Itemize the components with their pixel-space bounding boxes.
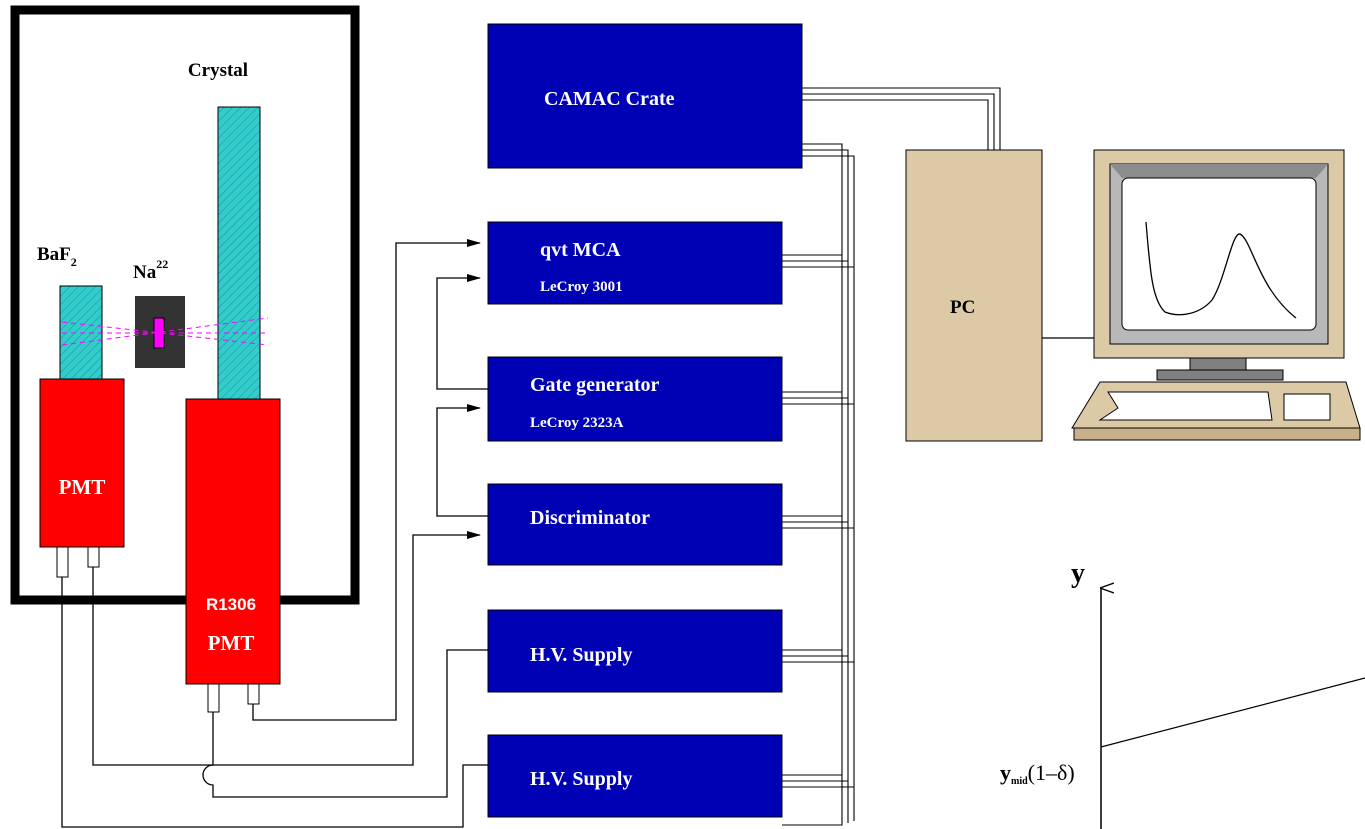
wire-hv2-to-left-pmt (61, 577, 488, 828)
pmt-left-label: PMT (59, 475, 106, 499)
hv-supply-2: H.V. Supply (487, 734, 783, 818)
pmt-right (185, 398, 281, 685)
gate-label: Gate generator (530, 374, 660, 396)
qvt-label: qvt MCA (540, 239, 621, 261)
hv1-label: H.V. Supply (530, 644, 632, 666)
camac-pc-cable (802, 87, 1001, 150)
camac-label: CAMAC Crate (544, 88, 675, 110)
na22-label: Na22 (133, 257, 168, 283)
pmt-right-pin-2 (247, 683, 260, 705)
baf2-label: BaF2 (37, 244, 77, 269)
wire-hv1-to-right-pmt (202, 649, 488, 798)
gate-sublabel: LeCroy 2323A (530, 415, 624, 431)
spectrum-curve-icon (1145, 221, 1297, 319)
crystal (217, 106, 261, 401)
y-mid-tick-label: ymid(1–δ) (1000, 760, 1075, 787)
hv-supply-1: H.V. Supply (487, 609, 783, 693)
plot-fragment: y ymid(1–δ) (1000, 558, 1365, 829)
plot-line (1100, 677, 1365, 748)
pmt-right-pin-1 (207, 683, 220, 713)
pmt-right-model: R1306 (206, 595, 256, 614)
y-axis-label: y (1071, 558, 1085, 589)
qvt-mca-module: qvt MCA LeCroy 3001 (487, 221, 783, 305)
pmt-left (39, 378, 125, 548)
monitor (1093, 149, 1345, 381)
wire-left-pmt-to-disc (92, 531, 481, 766)
camac-bus (782, 143, 855, 826)
wire-pmt-to-qvt (252, 239, 481, 721)
hv2-label: H.V. Supply (530, 768, 632, 790)
gate-generator-module: Gate generator LeCroy 2323A (487, 356, 783, 442)
detector-enclosure (10, 5, 360, 605)
wire-gate-to-qvt (436, 274, 488, 390)
pc-tower: PC (905, 149, 1043, 442)
keyboard (1071, 381, 1361, 441)
discriminator-label: Discriminator (530, 507, 650, 529)
pmt-left-pin-2 (87, 546, 100, 568)
pc-label: PC (950, 297, 975, 318)
wire-disc-to-gate (436, 404, 488, 517)
pmt-right-label: PMT (208, 631, 255, 655)
discriminator-module: Discriminator (487, 483, 783, 566)
pmt-left-pin-1 (56, 546, 69, 578)
camac-crate: CAMAC Crate (487, 23, 803, 169)
gamma-ray-2 (61, 317, 269, 346)
crystal-label: Crystal (188, 60, 248, 81)
qvt-sublabel: LeCroy 3001 (540, 279, 623, 295)
